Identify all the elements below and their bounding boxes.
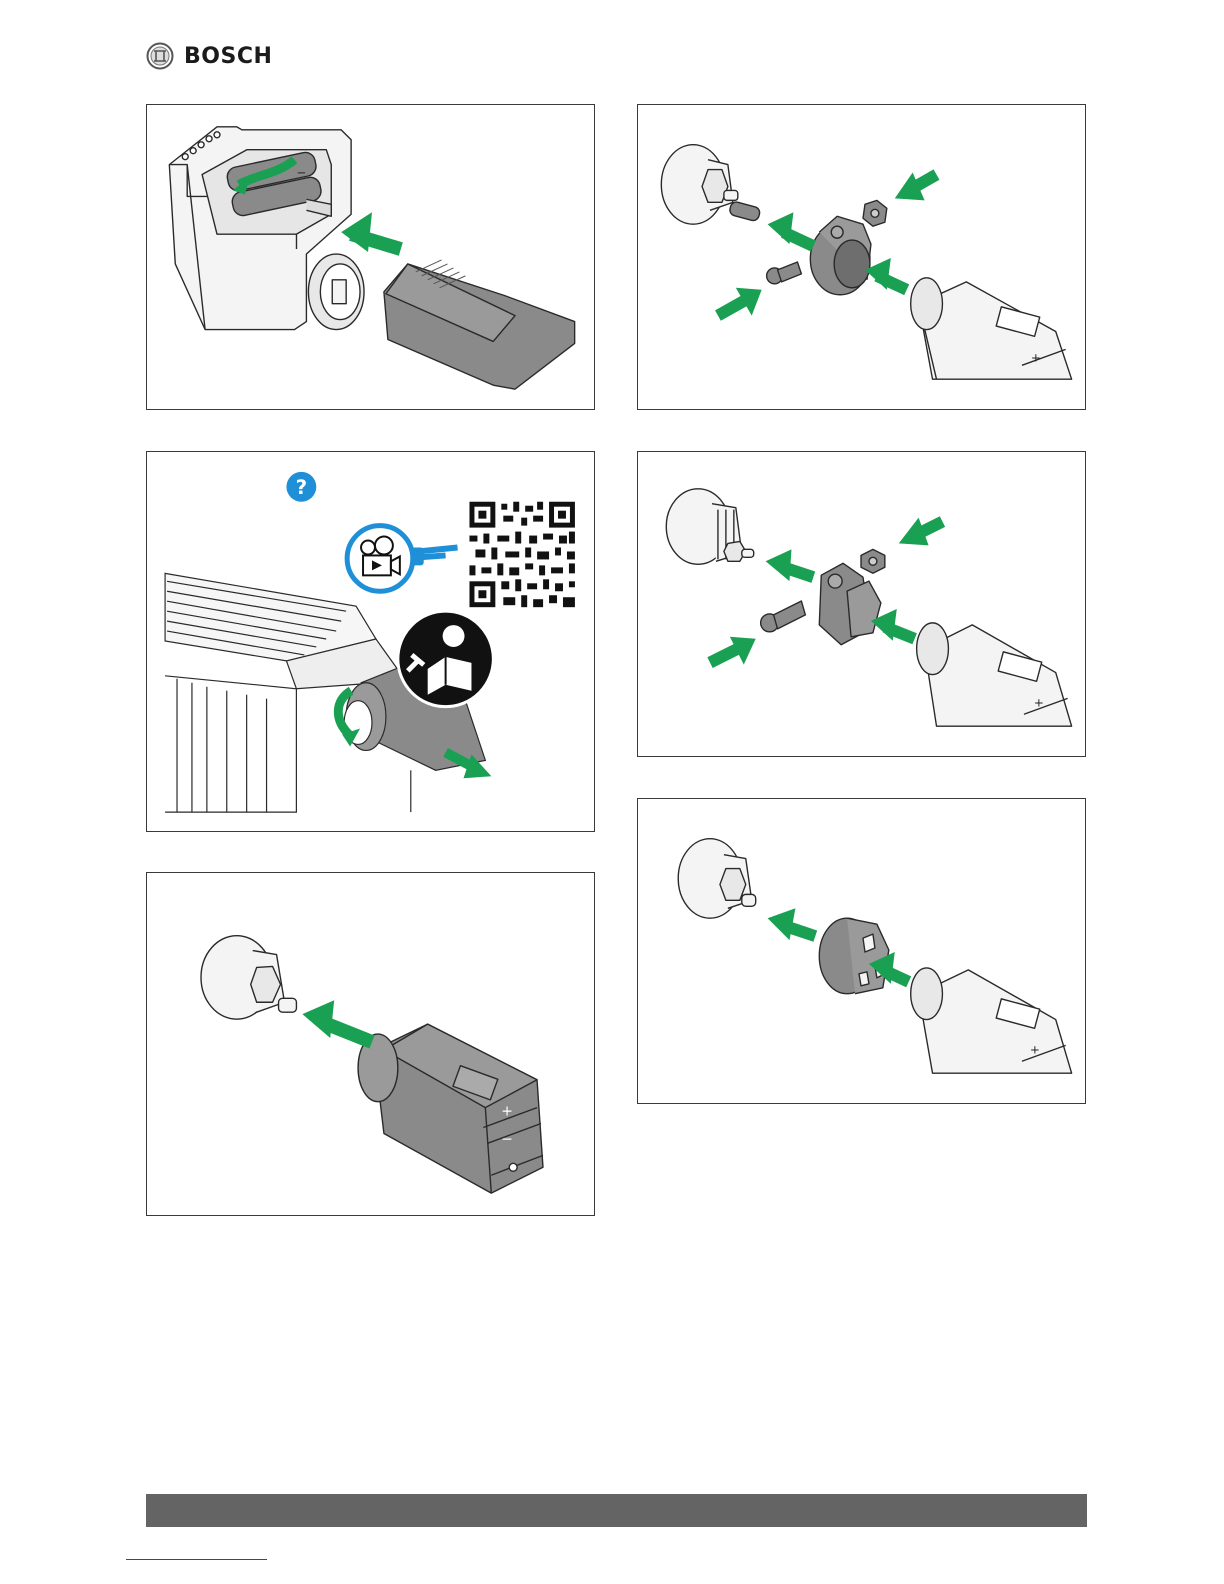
help-symbol: ? xyxy=(296,476,308,499)
footer-bar xyxy=(146,1494,1087,1527)
step-remove-old-thermostat: ? xyxy=(146,451,595,832)
brand-name: BOSCH xyxy=(184,44,272,69)
device-plus-symbol: + xyxy=(1030,1042,1040,1056)
video-camera-icon[interactable] xyxy=(347,526,413,592)
adapter-a-illustration: + xyxy=(638,105,1085,409)
adapter-c-illustration: + xyxy=(638,799,1085,1103)
pointing-hand-icon xyxy=(412,547,458,565)
device-plus-symbol: + xyxy=(1031,350,1041,364)
footer-link-underline xyxy=(126,1559,267,1560)
battery-minus-symbol: − xyxy=(296,166,306,180)
radiator-illustration: ? xyxy=(147,452,594,831)
step-mount-thermostat: + − xyxy=(146,872,595,1216)
device-plus-symbol: + xyxy=(1034,695,1044,709)
help-question-icon[interactable]: ? xyxy=(286,472,316,502)
battery-insertion-illustration: + − xyxy=(147,105,594,409)
adapter-b-illustration: + xyxy=(638,452,1085,756)
read-manual-icon xyxy=(398,611,493,706)
step-adapter-type-b: + xyxy=(637,451,1086,757)
step-insert-batteries: + − xyxy=(146,104,595,410)
mount-thermostat-illustration: + − xyxy=(147,873,594,1215)
step-adapter-type-a: + xyxy=(637,104,1086,410)
bosch-logo: BOSCH xyxy=(146,40,272,72)
device-plus-symbol: + xyxy=(501,1104,513,1120)
qr-code[interactable] xyxy=(469,502,574,607)
bosch-armature-icon xyxy=(146,42,174,70)
device-minus-symbol: − xyxy=(501,1131,513,1147)
step-adapter-type-c: + xyxy=(637,798,1086,1104)
